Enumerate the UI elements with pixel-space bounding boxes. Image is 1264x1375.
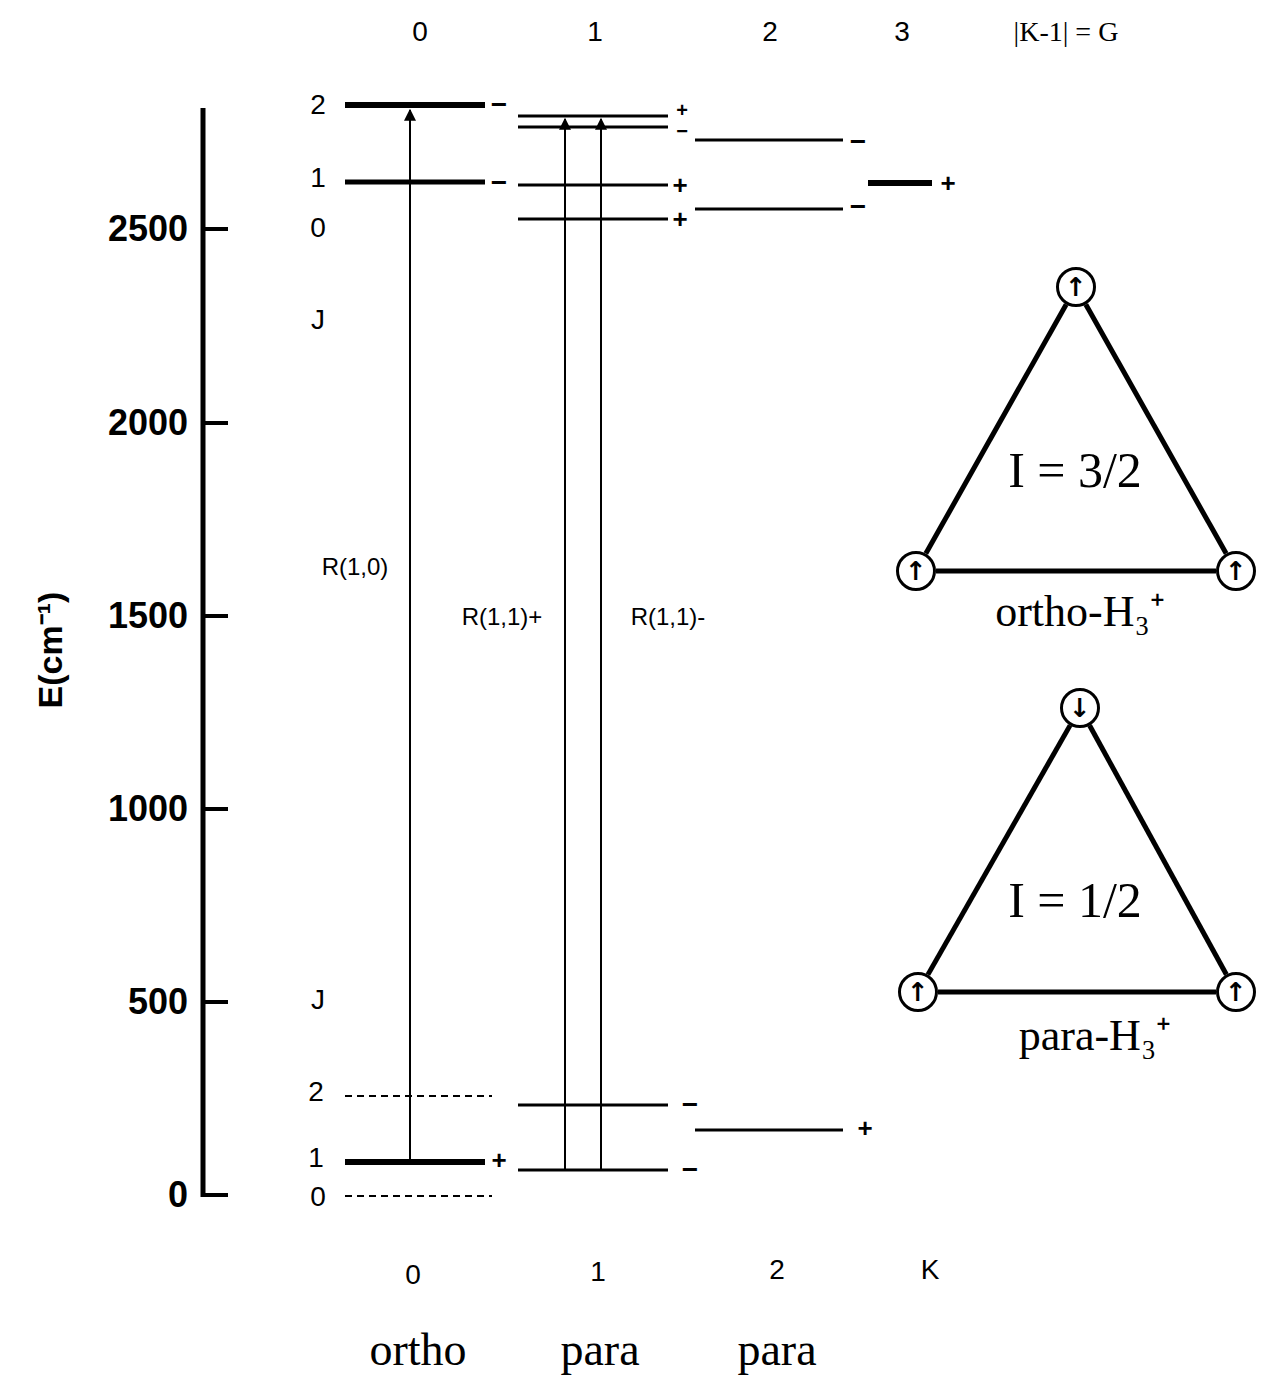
tick-label: 2500	[108, 211, 188, 247]
j-value: 1	[310, 164, 326, 192]
energy-levels	[345, 105, 932, 1196]
nuclear-spin-circle: ↑	[1216, 551, 1256, 591]
triangle-side	[926, 304, 1066, 553]
transition-label: R(1,1)-	[631, 605, 706, 629]
spin-triangle: I = 1/2 para-H₃⁺ ↓ ↑ ↑	[880, 668, 1260, 1058]
species-name: para-H₃⁺	[1019, 1014, 1171, 1058]
tick-label: 1000	[108, 791, 188, 827]
species-name: ortho-H₃⁺	[995, 590, 1165, 634]
nuclear-spin-circle: ↑	[898, 972, 938, 1012]
g-value: 1	[587, 18, 603, 46]
spin-arrow: ↓	[1069, 695, 1091, 721]
k-heading: K	[921, 1256, 940, 1284]
parity-sign: +	[940, 170, 955, 196]
parity-sign: +	[672, 172, 687, 198]
parity-sign: +	[672, 206, 687, 232]
tick-label: 500	[128, 984, 188, 1020]
spin-species: ortho	[369, 1327, 466, 1373]
triangle-side	[1086, 304, 1226, 553]
k-value: 1	[590, 1258, 606, 1286]
parity-sign: +	[676, 100, 688, 120]
spin-arrow: ↑	[1225, 979, 1247, 1005]
nuclear-spin-circle: ↑	[896, 551, 936, 591]
triangle-side	[928, 725, 1070, 974]
total-spin: I = 3/2	[1008, 445, 1142, 495]
spin-arrow: ↑	[905, 558, 927, 584]
parity-sign: +	[491, 1147, 506, 1173]
parity-sign: +	[857, 1115, 872, 1141]
spin-arrow: ↑	[1065, 274, 1087, 300]
parity-sign: −	[850, 193, 866, 221]
total-spin: I = 1/2	[1008, 875, 1142, 925]
triangle-side	[938, 990, 1216, 995]
j-heading: J	[311, 986, 325, 1014]
j-value: 0	[310, 214, 326, 242]
transition-label: R(1,0)	[322, 555, 389, 579]
tick-label: 1500	[108, 598, 188, 634]
spin-triangle: I = 3/2 ortho-H₃⁺ ↑ ↑ ↑	[880, 250, 1260, 640]
j-value: 2	[308, 1078, 324, 1106]
nuclear-spin-circle: ↓	[1060, 688, 1100, 728]
parity-sign: −	[682, 1156, 698, 1184]
transition-label: R(1,1)+	[462, 605, 543, 629]
nuclear-spin-circle: ↑	[1216, 972, 1256, 1012]
g-heading: |K-1| = G	[1014, 18, 1119, 46]
parity-sign: −	[850, 128, 866, 156]
spin-species: para	[737, 1327, 816, 1373]
j-value: 2	[310, 91, 326, 119]
nuclear-spin-circle: ↑	[1056, 267, 1096, 307]
parity-sign: −	[491, 91, 507, 119]
transition-arrows	[410, 110, 601, 1170]
g-value: 2	[762, 18, 778, 46]
tick-label: 2000	[108, 405, 188, 441]
j-heading: J	[311, 306, 325, 334]
parity-sign: −	[491, 169, 507, 197]
triangle-side	[936, 569, 1216, 574]
axis-title: E(cm⁻¹)	[33, 592, 67, 709]
spin-arrow: ↑	[907, 979, 929, 1005]
spin-arrow: ↑	[1225, 558, 1247, 584]
k-value: 2	[769, 1256, 785, 1284]
tick-label: 0	[168, 1177, 188, 1213]
j-value: 1	[308, 1144, 324, 1172]
triangle-side	[1090, 726, 1227, 975]
g-value: 3	[894, 18, 910, 46]
g-value: 0	[412, 18, 428, 46]
parity-sign: −	[676, 121, 688, 141]
j-value: 0	[310, 1183, 326, 1211]
k-value: 0	[405, 1261, 421, 1289]
spin-species: para	[560, 1327, 639, 1373]
parity-sign: −	[682, 1091, 698, 1119]
energy-axis	[203, 108, 228, 1197]
